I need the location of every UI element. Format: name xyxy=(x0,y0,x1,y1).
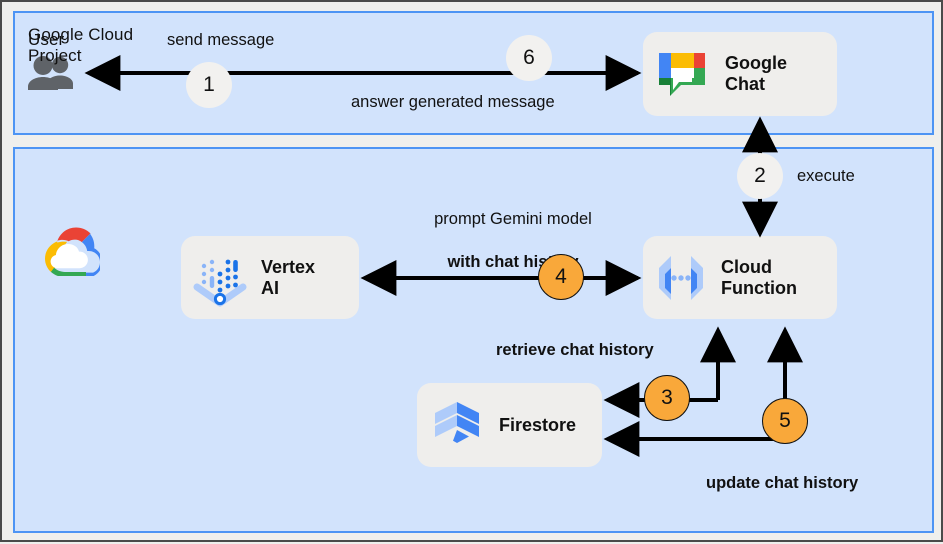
label-prompt-line1: prompt Gemini model xyxy=(434,210,592,229)
step-badge-4: 4 xyxy=(538,254,584,300)
panel-user-title: User xyxy=(28,30,65,49)
vertex-ai-icon xyxy=(191,249,249,307)
step-badge-5: 5 xyxy=(762,398,808,444)
panel-google-cloud-project-title: Google Cloud Project xyxy=(28,25,134,66)
cloud-function-icon xyxy=(651,248,711,308)
users-icon xyxy=(26,56,78,97)
label-update-chat-history: update chat history xyxy=(706,474,859,492)
card-cloud-function-label: Cloud Function xyxy=(721,256,797,298)
google-chat-icon xyxy=(651,43,713,105)
card-vertex-ai-label: Vertex AI xyxy=(261,256,316,298)
step-badge-6: 6 xyxy=(506,35,552,81)
card-google-chat[interactable]: Google Chat xyxy=(643,32,837,116)
step-badge-3: 3 xyxy=(644,375,690,421)
card-firestore-label: Firestore xyxy=(499,414,577,435)
label-send-message: send message xyxy=(167,31,275,49)
google-cloud-logo xyxy=(38,224,103,281)
card-firestore[interactable]: Firestore xyxy=(417,383,602,467)
label-retrieve-chat-history: retrieve chat history xyxy=(496,341,654,359)
step-badge-1: 1 xyxy=(186,62,232,108)
label-answer-generated-message: answer generated message xyxy=(351,93,555,111)
firestore-icon xyxy=(429,397,485,453)
card-cloud-function[interactable]: Cloud Function xyxy=(643,236,837,319)
label-prompt-gemini: prompt Gemini model with chat history xyxy=(413,188,613,274)
label-execute: execute xyxy=(797,167,855,185)
card-google-chat-label: Google Chat xyxy=(725,53,787,94)
card-vertex-ai[interactable]: Vertex AI xyxy=(181,236,359,319)
step-badge-2: 2 xyxy=(737,153,783,199)
